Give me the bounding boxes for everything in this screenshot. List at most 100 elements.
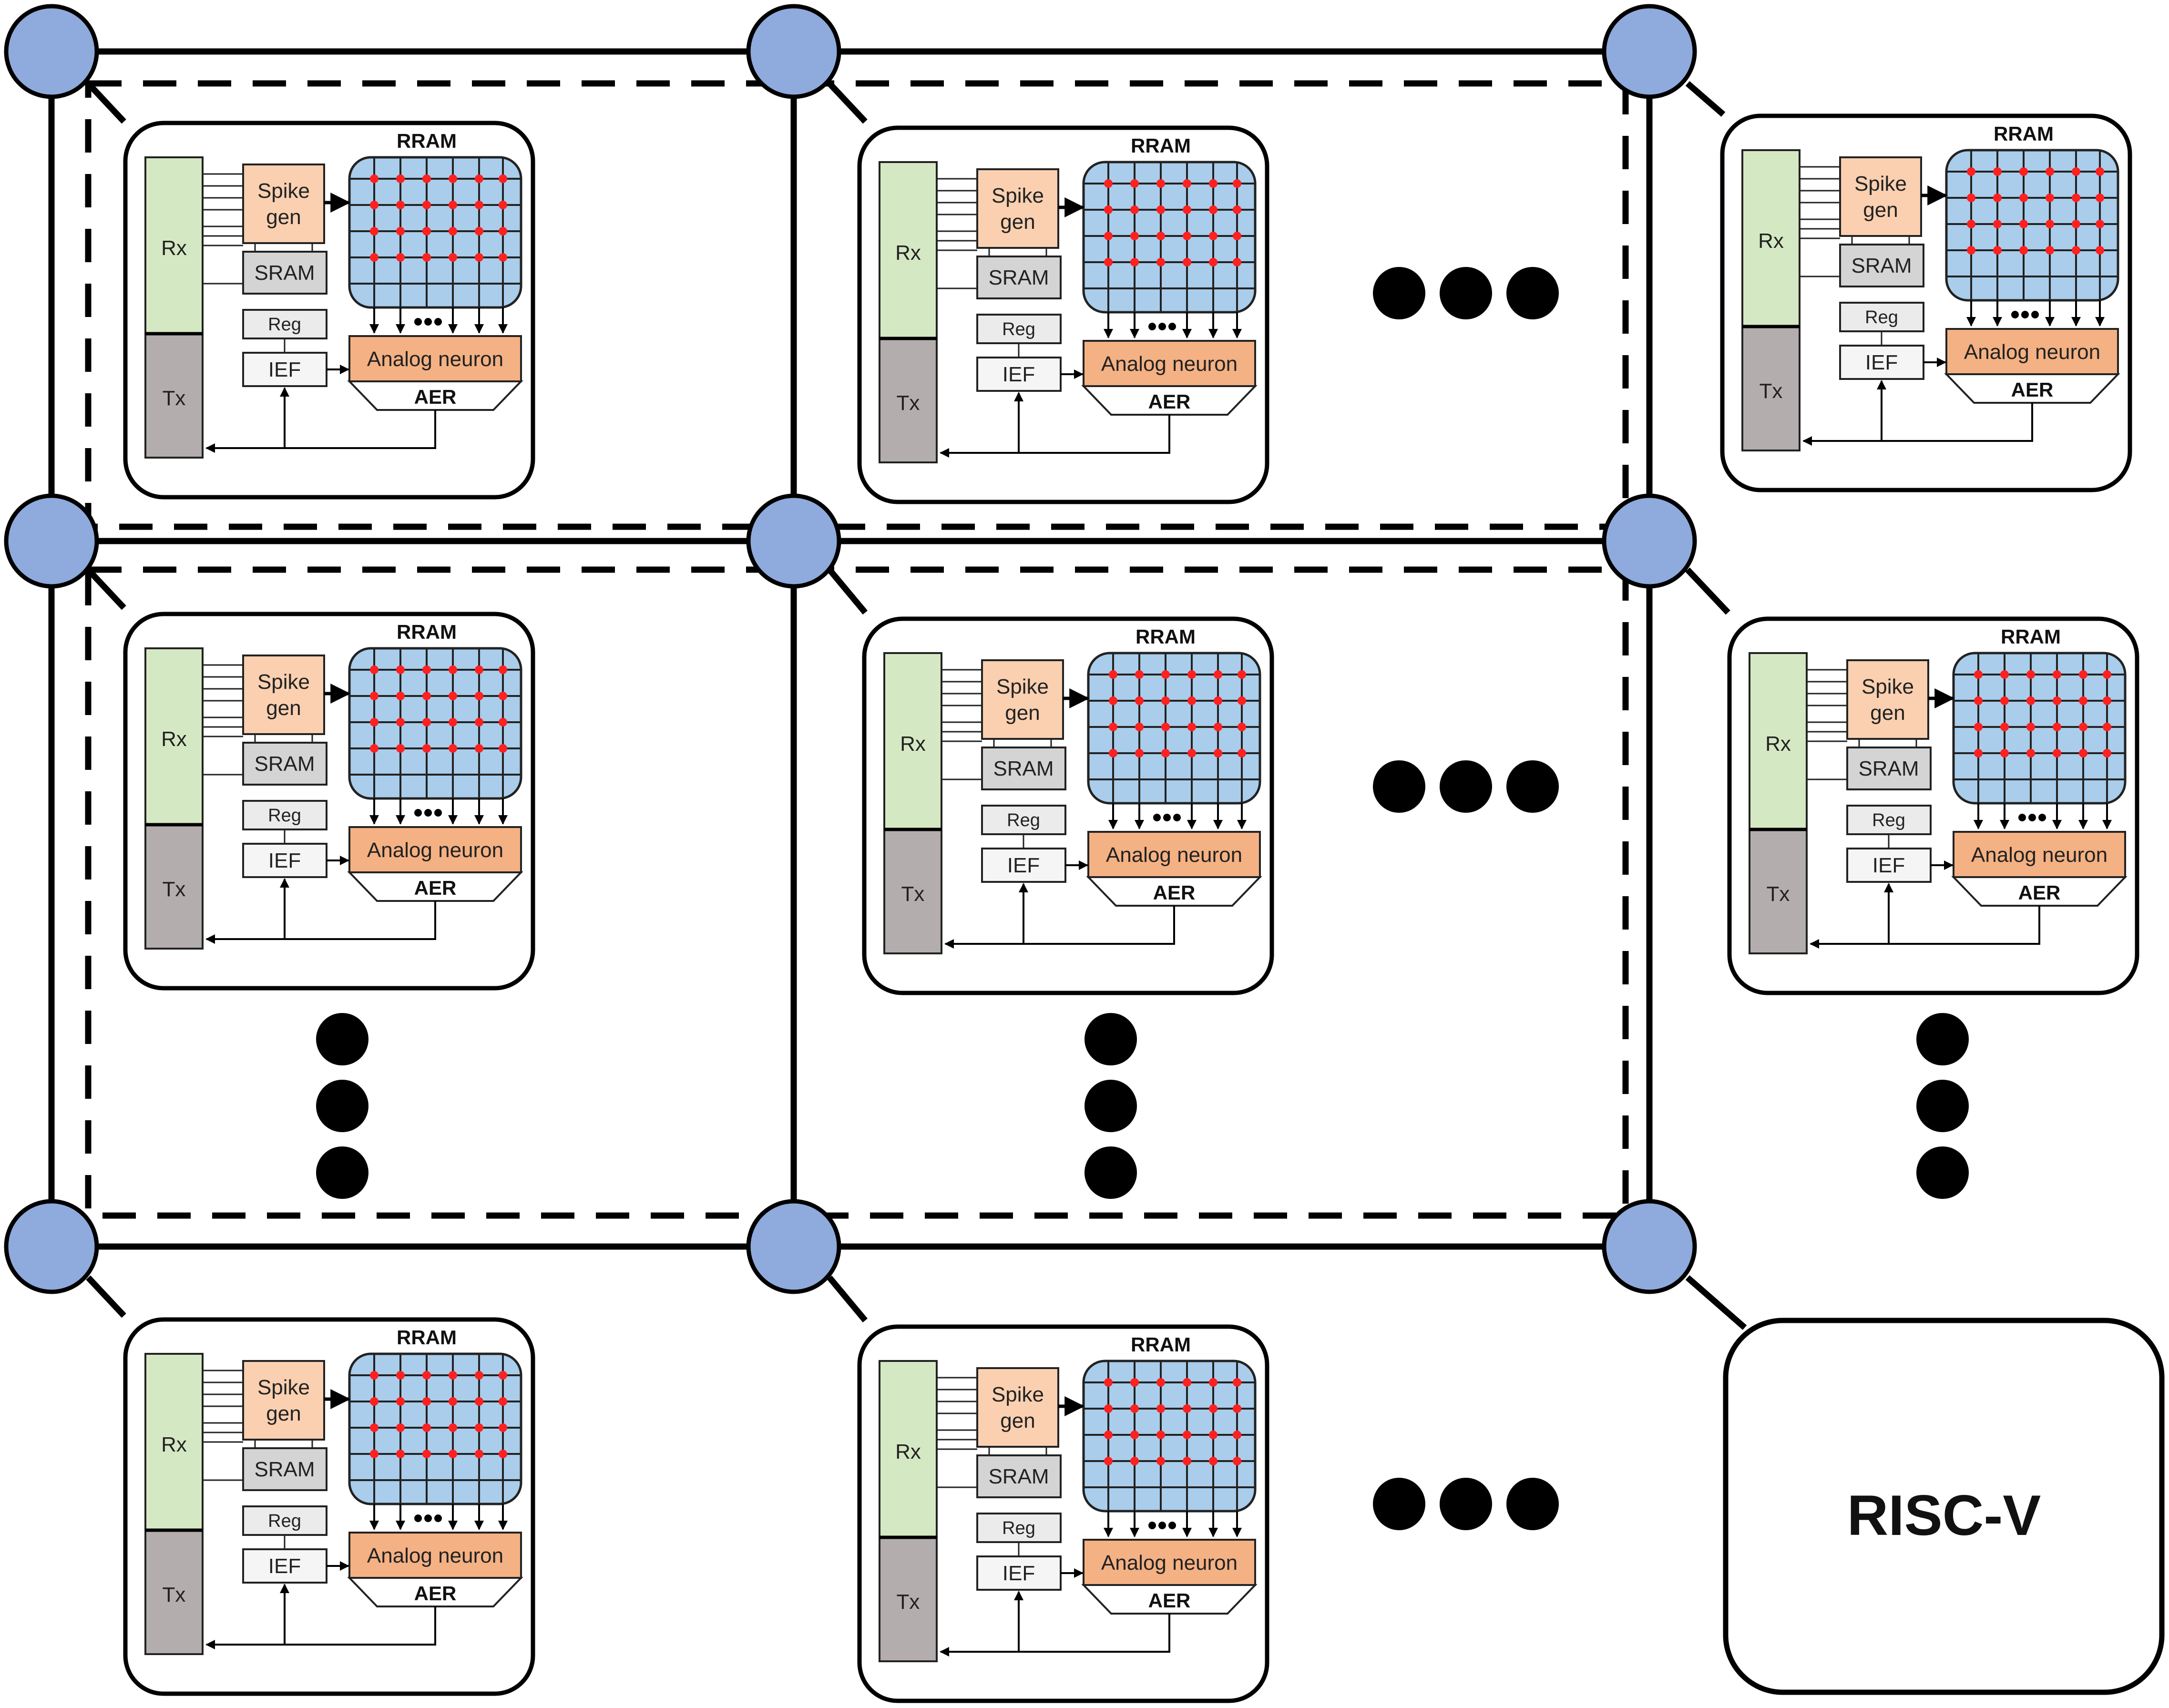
rram-cell-node	[1974, 670, 1983, 679]
aer-label: AER	[414, 386, 457, 408]
router-spokes	[86, 81, 1747, 1330]
rram-cell-node	[1183, 1378, 1191, 1387]
rram-cell-node	[2026, 696, 2035, 705]
tx-label: Tx	[897, 1590, 920, 1614]
rx-block	[1749, 652, 1808, 830]
rram-cell-node	[499, 227, 507, 235]
ief-block	[242, 352, 327, 387]
rram-cell-node	[2079, 723, 2087, 731]
rram-cell-node	[499, 692, 507, 700]
rram-cell-node	[396, 1397, 405, 1406]
ief-label: IEF	[1007, 854, 1040, 877]
rram-cell-node	[1209, 1378, 1218, 1387]
rram-cell-node	[1238, 723, 1246, 731]
spike-gen-label-1: Spike	[257, 179, 310, 203]
rram-cell-node	[1104, 1457, 1113, 1465]
rram-crossbar-icon	[1082, 1360, 1257, 1513]
rram-cell-node	[449, 1371, 457, 1380]
rram-cell-node	[1156, 1457, 1165, 1465]
aer-block	[1086, 876, 1262, 907]
cluster-bottom-dashed	[85, 566, 1629, 1219]
spike-gen-label-2: gen	[1863, 198, 1898, 222]
rram-cell-node	[1130, 1431, 1139, 1439]
rram-cell-node	[1104, 1431, 1113, 1439]
rram-cell-node	[2079, 670, 2087, 679]
sram-block	[242, 1447, 327, 1491]
rram-label: RRAM	[397, 130, 457, 152]
rram-cell-node	[449, 201, 457, 209]
rram-cell-node	[396, 227, 405, 235]
sram-block	[976, 256, 1062, 299]
rram-crossbar-icon	[348, 647, 522, 800]
rram-cell-node	[2026, 670, 2035, 679]
spike-gen-block	[976, 1367, 1059, 1448]
rram-label: RRAM	[1131, 134, 1191, 157]
rram-cell-node	[370, 1371, 379, 1380]
rram-cell-node	[2046, 167, 2054, 176]
rram-cell-node	[422, 1397, 431, 1406]
tx-block	[144, 333, 204, 459]
tx-label: Tx	[163, 387, 186, 410]
router-node-icon	[4, 493, 99, 589]
reg-label: Reg	[268, 315, 301, 335]
rram-cell-node	[1183, 1431, 1191, 1439]
rram-cell-node	[1161, 723, 1170, 731]
rram-cell-node	[422, 718, 431, 726]
rram-cell-node	[1135, 670, 1144, 679]
sram-block	[976, 1454, 1062, 1498]
rram-cell-node	[2019, 246, 2028, 255]
sram-label: SRAM	[254, 752, 315, 776]
rram-cell-node	[370, 1450, 379, 1458]
reg-label: Reg	[268, 806, 301, 826]
tx-label: Tx	[901, 882, 925, 906]
rram-cell-node	[1967, 167, 1975, 176]
rram-cell-node	[2096, 194, 2104, 202]
rram-cell-node	[422, 1450, 431, 1458]
rram-cell-node	[499, 665, 507, 674]
aer-block	[1081, 385, 1258, 416]
rram-cell-node	[1187, 696, 1196, 705]
ellipsis-indicators	[316, 267, 1969, 1530]
tx-label: Tx	[1767, 882, 1790, 906]
rram-cell-node	[2096, 167, 2104, 176]
rx-block	[879, 1360, 938, 1538]
rram-cell-node	[1156, 232, 1165, 240]
rram-label: RRAM	[2001, 625, 2061, 648]
rram-cell-node	[475, 744, 483, 753]
tx-label: Tx	[163, 1583, 186, 1606]
analog-neuron-block	[348, 826, 522, 873]
rram-cell-node	[1967, 246, 1975, 255]
rram-cell-node	[2103, 670, 2111, 679]
router-node-icon	[746, 4, 841, 99]
rram-cell-node	[1135, 723, 1144, 731]
rram-cell-node	[499, 201, 507, 209]
rram-cell-node	[396, 1371, 405, 1380]
router-node-icon	[1602, 493, 1697, 589]
reg-label: Reg	[1865, 307, 1898, 327]
rram-cell-node	[475, 1397, 483, 1406]
rram-cell-node	[2053, 723, 2061, 731]
rram-cell-node	[475, 1371, 483, 1380]
spike-gen-label-1: Spike	[257, 1376, 310, 1399]
rram-cell-node	[499, 718, 507, 726]
spike-gen-block	[1846, 659, 1929, 740]
rram-cell-node	[422, 665, 431, 674]
rx-label: Rx	[1758, 229, 1784, 253]
ief-label: IEF	[268, 849, 301, 872]
rram-cell-node	[499, 174, 507, 183]
rram-cell-node	[1993, 167, 2002, 176]
rram-cell-node	[1974, 696, 1983, 705]
ief-label: IEF	[1003, 1562, 1035, 1585]
rram-cell-node	[1156, 1378, 1165, 1387]
rram-cell-node	[1109, 670, 1117, 679]
risc-v-block: RISC-V	[1723, 1318, 2165, 1695]
spike-gen-label-1: Spike	[996, 675, 1049, 698]
cluster-top-dashed	[85, 80, 1629, 530]
rram-cell-node	[2096, 246, 2104, 255]
rram-cell-node	[1104, 179, 1113, 188]
rram-cell-node	[1238, 749, 1246, 757]
analog-neuron-label: Analog neuron	[1106, 843, 1242, 867]
analog-neuron-label: Analog neuron	[1101, 352, 1238, 376]
rram-cell-node	[1214, 696, 1222, 705]
aer-label: AER	[1148, 1589, 1191, 1612]
